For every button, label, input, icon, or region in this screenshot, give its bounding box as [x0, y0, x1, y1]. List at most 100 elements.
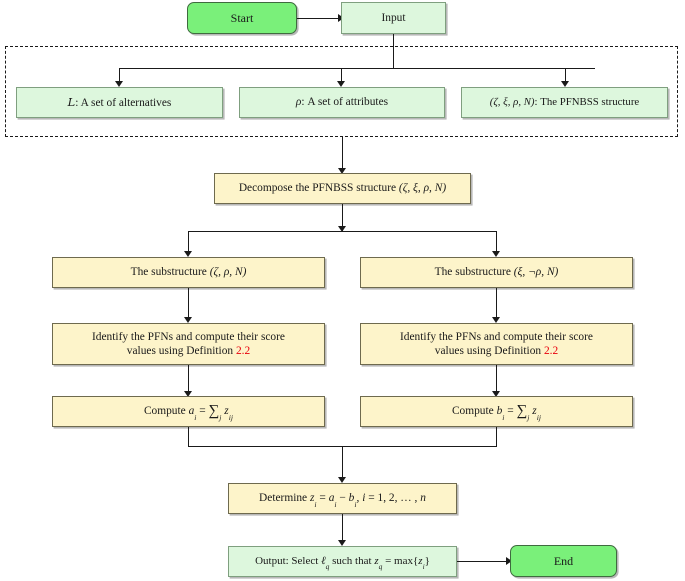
arrowhead-substructure-right	[492, 251, 501, 257]
identify-left-line2-pre: values using Definition	[126, 345, 236, 357]
node-alternatives-text: : A set of alternatives	[75, 96, 172, 109]
arrowhead-identify-right	[492, 317, 501, 323]
summation-symbol: ∑	[208, 403, 220, 420]
arrowhead-compute-b	[492, 391, 501, 397]
node-compute-a-label: Compute ai = ∑j zij	[143, 403, 233, 421]
node-identify-right[interactable]: Identify the PFNs and compute their scor…	[360, 323, 633, 365]
compute-b-eq: =	[504, 405, 517, 418]
output-eq: =	[382, 554, 395, 567]
substructure-left-tuple: (ζ, ρ, N)	[209, 266, 247, 279]
node-output-label: Output: Select ℓq such that zq = max{zi}	[255, 554, 430, 571]
node-alternatives[interactable]: L: A set of alternatives	[16, 87, 223, 118]
identify-right-definition-ref[interactable]: 2.2	[543, 345, 559, 357]
node-pfnbss-structure[interactable]: (ζ, ξ, ρ, N): The PFNBSS structure	[461, 87, 668, 118]
arrowhead-alternatives	[115, 81, 124, 87]
node-start[interactable]: Start	[187, 2, 297, 34]
edge-fanout-leg-pfnbss	[565, 68, 567, 83]
summation-symbol: ∑	[516, 403, 528, 420]
node-determine-z[interactable]: Determine zi = ai − bi, i = 1, 2, … , n	[228, 483, 457, 514]
edge-split-leg-left	[188, 231, 190, 253]
node-compute-a[interactable]: Compute ai = ∑j zij	[52, 396, 325, 427]
node-substructure-left[interactable]: The substructure (ζ, ρ, N)	[52, 257, 325, 288]
arrowhead-determine	[338, 477, 347, 483]
arrowhead-end	[506, 557, 512, 566]
edge-merge-to-determine	[342, 446, 344, 481]
node-input-label: Input	[381, 11, 406, 24]
determine-z-sub: i	[314, 499, 317, 509]
compute-b-pre: Compute	[451, 405, 497, 418]
substructure-right-tuple: (ξ, ¬ρ, N)	[513, 266, 559, 279]
determine-range: = 1, 2, … ,	[365, 492, 421, 505]
node-input[interactable]: Input	[341, 2, 446, 34]
substructure-left-text: The substructure	[130, 266, 210, 279]
edge-substructure-left-down	[188, 288, 190, 320]
compute-b-var-sub: i	[502, 412, 505, 422]
node-end[interactable]: End	[510, 545, 617, 577]
node-pfnbss-text: : The PFNBSS structure	[534, 95, 640, 108]
node-identify-left[interactable]: Identify the PFNs and compute their scor…	[52, 323, 325, 365]
substructure-right-text: The substructure	[434, 266, 514, 279]
node-output[interactable]: Output: Select ℓq such that zq = max{zi}	[228, 546, 457, 577]
edge-start-to-input	[297, 17, 339, 19]
node-compute-b-label: Compute bi = ∑j zij	[451, 403, 541, 421]
arrowhead-decompose	[338, 168, 347, 174]
node-attributes[interactable]: ρ: A set of attributes	[239, 87, 445, 118]
edge-determine-to-output	[342, 514, 344, 544]
compute-b-term-sub: ij	[536, 412, 542, 422]
edge-input-down	[392, 34, 394, 69]
node-alternatives-label: L: A set of alternatives	[68, 95, 172, 110]
arrowhead-attributes	[337, 81, 346, 87]
output-mid: such that	[329, 554, 375, 567]
output-ell-sub: q	[325, 561, 330, 571]
arrowhead-substructure-left	[184, 251, 193, 257]
edge-split-bar	[188, 231, 497, 233]
edge-fanout-leg-alternatives	[119, 68, 121, 83]
node-compute-b[interactable]: Compute bi = ∑j zij	[360, 396, 633, 427]
determine-a: a	[328, 492, 335, 505]
identify-right-line1: Identify the PFNs and compute their scor…	[400, 330, 593, 343]
input-group-frame	[5, 46, 678, 137]
identify-left-definition-ref[interactable]: 2.2	[235, 345, 251, 357]
edge-identify-left-down	[188, 365, 190, 395]
output-zi: z	[418, 554, 423, 567]
node-attributes-label: ρ: A set of attributes	[296, 95, 388, 109]
compute-a-eq: =	[196, 405, 209, 418]
compute-a-var-sub: i	[194, 412, 197, 422]
node-identify-left-label: Identify the PFNs and compute their scor…	[92, 330, 285, 359]
decompose-tuple: (ζ, ξ, ρ, N)	[398, 182, 447, 195]
output-pre: Output: Select	[255, 554, 322, 567]
node-substructure-right-label: The substructure (ξ, ¬ρ, N)	[435, 265, 559, 279]
node-start-label: Start	[230, 10, 254, 25]
edge-compute-a-down	[188, 427, 190, 447]
arrowhead-identify-left	[184, 317, 193, 323]
calligraphic-L: L	[67, 94, 76, 109]
arrowhead-pfnbss	[561, 81, 570, 87]
determine-n: n	[420, 492, 426, 505]
edge-identify-right-down	[496, 365, 498, 395]
compute-a-pre: Compute	[143, 405, 189, 418]
compute-a-term: z	[224, 405, 229, 418]
determine-b-sub: i	[354, 499, 357, 509]
pfnbss-tuple: (ζ, ξ, ρ, N)	[489, 95, 535, 108]
arrowhead-compute-a	[184, 391, 193, 397]
edge-substructure-right-down	[496, 288, 498, 320]
compute-a-term-sub: ij	[228, 412, 234, 422]
edge-compute-b-down	[496, 427, 498, 447]
node-decompose[interactable]: Decompose the PFNBSS structure (ζ, ξ, ρ,…	[214, 173, 471, 204]
compute-b-var: b	[496, 405, 503, 418]
edge-output-to-end	[457, 561, 508, 563]
identify-right-line2-pre: values using Definition	[434, 345, 544, 357]
output-max: max	[394, 554, 413, 567]
determine-z: z	[309, 492, 315, 505]
output-brace-open: {	[413, 554, 419, 567]
determine-eq: =	[316, 492, 329, 505]
compute-a-var: a	[188, 405, 195, 418]
node-decompose-text: Decompose the PFNBSS structure	[238, 182, 399, 195]
rho-symbol: ρ	[295, 96, 302, 109]
node-substructure-right[interactable]: The substructure (ξ, ¬ρ, N)	[360, 257, 633, 288]
node-determine-z-label: Determine zi = ai − bi, i = 1, 2, … , n	[259, 491, 426, 508]
node-end-label: End	[553, 553, 574, 568]
node-substructure-left-label: The substructure (ζ, ρ, N)	[131, 265, 247, 279]
determine-minus: −	[336, 492, 349, 505]
